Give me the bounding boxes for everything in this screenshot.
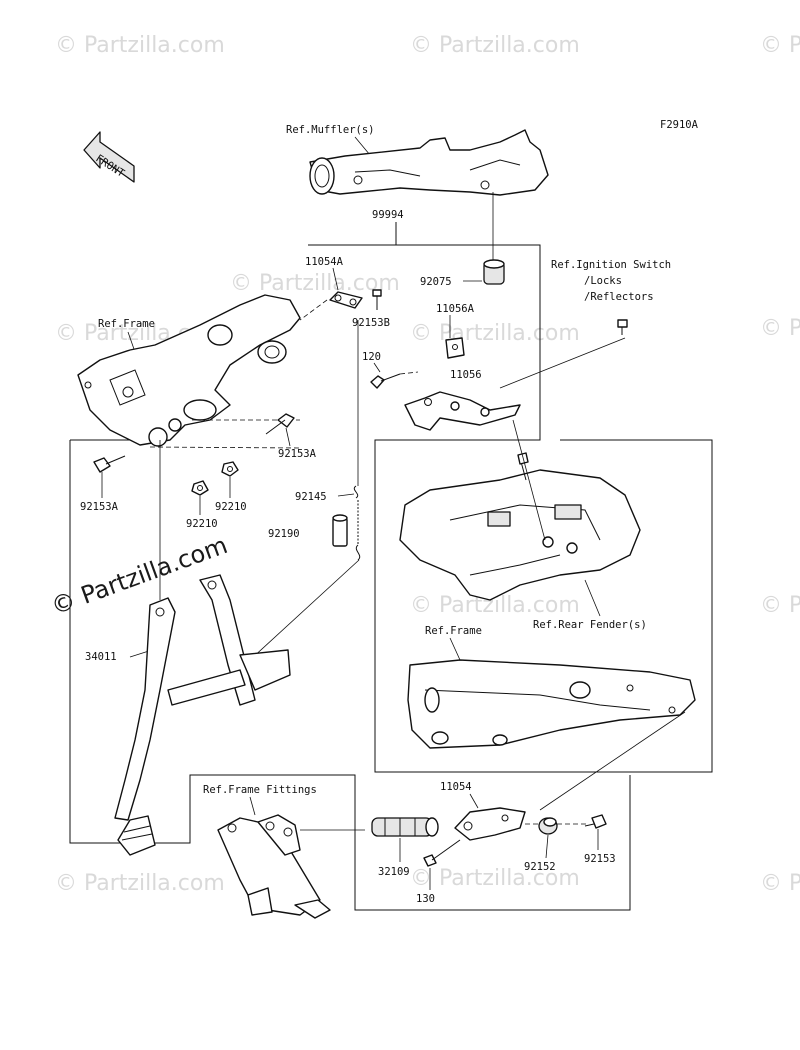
rear-fender-box — [374, 439, 713, 773]
bolt-92153A-left — [93, 455, 126, 473]
collar-92152 — [538, 817, 558, 835]
leader-line — [337, 493, 355, 497]
dashed-guide — [399, 371, 419, 375]
dashed-guide — [299, 299, 328, 321]
part-number-92153A: 92153A — [278, 448, 317, 460]
part-number-32109: 32109 — [378, 866, 410, 878]
ref-rear-fender: Ref.Rear Fender(s) — [533, 619, 647, 631]
bracket-11054A — [329, 291, 363, 309]
screw — [617, 319, 628, 335]
ref-reflectors: /Reflectors — [584, 291, 654, 303]
leader-line — [469, 793, 479, 809]
part-number-92075: 92075 — [420, 276, 452, 288]
part-number-120: 120 — [362, 351, 381, 363]
watermark: © Partzilla.com — [760, 316, 800, 341]
center-stand — [114, 574, 291, 856]
rear-fender — [399, 452, 641, 601]
part-number-99994: 99994 — [372, 209, 404, 221]
leader-line — [584, 579, 601, 617]
leader-line — [373, 362, 381, 373]
nut-92210 — [221, 461, 239, 477]
part-number-92152: 92152 — [524, 861, 556, 873]
assembly-box — [69, 440, 631, 911]
leader-line — [285, 427, 291, 447]
muffler-bracket — [309, 129, 549, 196]
frame-mid — [407, 659, 696, 749]
watermark: © Partzilla.com — [410, 321, 580, 346]
leader-line — [512, 419, 546, 541]
frame-top — [77, 294, 301, 447]
screw-130 — [423, 839, 461, 867]
part-number-92190: 92190 — [268, 528, 300, 540]
ref-frame-fittings: Ref.Frame Fittings — [203, 784, 317, 796]
ref-ignition: Ref.Ignition Switch — [551, 259, 671, 271]
grommet — [483, 259, 505, 285]
ref-locks: /Locks — [584, 275, 622, 287]
part-number-11054A: 11054A — [305, 256, 344, 268]
leader-line — [545, 834, 549, 859]
leader-line — [539, 711, 686, 811]
part-number-92210: 92210 — [215, 501, 247, 513]
ref-muffler: Ref.Muffler(s) — [286, 124, 375, 136]
leader-line — [249, 559, 360, 661]
part-number-92210-left: 92210 — [186, 518, 218, 530]
ref-frame-top: Ref.Frame — [98, 318, 155, 330]
spring-92145 — [353, 485, 361, 561]
watermark: © Partzilla.com — [410, 866, 580, 891]
nut-92210-left — [191, 480, 209, 496]
part-number-11056A: 11056A — [436, 303, 475, 315]
part-number-92145: 92145 — [295, 491, 327, 503]
part-number-11054: 11054 — [440, 781, 472, 793]
watermark: © Partzilla.com — [55, 871, 225, 896]
part-number-92153B: 92153B — [352, 317, 390, 329]
bolt-92153A — [265, 413, 295, 435]
collar-92190 — [332, 514, 348, 547]
part-number-92153A-left: 92153A — [80, 501, 119, 513]
dashed-guide — [149, 446, 301, 449]
bracket-11056 — [404, 391, 521, 431]
watermark: © Partzilla.com — [760, 593, 800, 618]
watermark-layer: © Partzilla.com © Partzilla.com © Partzi… — [55, 33, 800, 896]
watermark: © Partzilla.com — [230, 271, 400, 296]
bolt-120 — [370, 373, 401, 389]
leader-line — [499, 337, 626, 389]
bracket-11056A — [445, 337, 465, 359]
part-number-130: 130 — [416, 893, 435, 905]
watermark-dark: © Partzilla.com — [47, 531, 231, 621]
part-number-34011: 34011 — [85, 651, 117, 663]
bracket-11054 — [454, 807, 526, 841]
leader-line — [249, 796, 256, 816]
watermark: © Partzilla.com — [55, 33, 225, 58]
ref-frame-mid: Ref.Frame — [425, 625, 482, 637]
leader-line — [332, 267, 339, 291]
watermark: © Partzilla.com — [760, 871, 800, 896]
part-number-92153: 92153 — [584, 853, 616, 865]
bolt-92153B — [372, 289, 382, 310]
leader-line — [354, 136, 371, 156]
part-number-11056: 11056 — [450, 369, 482, 381]
damper-32109 — [371, 817, 439, 837]
frame-fittings — [217, 814, 331, 919]
diagram-code: F2910A — [660, 119, 699, 131]
leader-line — [449, 637, 461, 661]
bolt-92153 — [584, 814, 607, 829]
watermark: © Partzilla.com — [760, 33, 800, 58]
front-arrow-icon: FRONT — [83, 131, 135, 183]
watermark: © Partzilla.com — [410, 33, 580, 58]
